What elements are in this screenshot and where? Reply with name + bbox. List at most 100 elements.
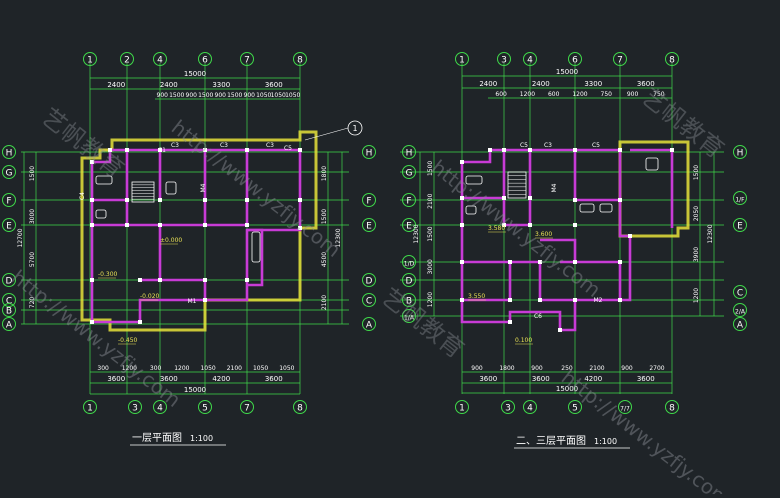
plan2-axis-right-4-label: 2/A	[735, 309, 746, 316]
plan2-axis-left-3-label: E	[406, 222, 412, 232]
plan1-axis-left-5-circle	[2, 293, 16, 307]
plan1-axis-bottom-1-circle	[128, 400, 142, 414]
plan2-column-26	[508, 320, 512, 324]
plan1-axis-left-3-circle	[2, 218, 16, 232]
plan1-axis-right-4-circle	[362, 293, 376, 307]
plan2-wall-1	[462, 196, 530, 227]
plan2-column-6	[670, 148, 674, 152]
plan1-axis-bottom-2-label: 4	[157, 404, 163, 414]
plan2-dim-bottom-sub-5: 900	[621, 365, 633, 372]
plan2-axis-left-4-circle	[402, 255, 416, 269]
plan1-column-6	[298, 148, 302, 152]
plan1-tag-5: C5	[284, 145, 292, 152]
plan1-dim-bottom-3: 3600	[265, 375, 283, 383]
plan1-axis-top-3-label: 6	[202, 56, 208, 66]
plan2-axis-left-0-circle	[402, 145, 416, 159]
plan2-axis-right-1-label: 1/F	[735, 197, 745, 204]
plan1-column-16	[203, 223, 207, 227]
plan2-dim-bottom-overall: 15000	[556, 385, 578, 393]
plan1-axis-right-2-circle	[362, 218, 376, 232]
plan2-column-7	[460, 196, 464, 200]
plan1-column-19	[90, 278, 94, 282]
plan2-fixture-4	[645, 157, 659, 171]
plan1-axis-left-2-label: F	[6, 197, 11, 207]
watermark-url-0: http://www.yzfjy.com	[167, 115, 346, 262]
plan1-column-17	[245, 223, 249, 227]
plan2-axis-right-2-circle	[733, 218, 747, 232]
plan2-column-15	[573, 223, 577, 227]
plan2-column-22	[508, 298, 512, 302]
plan2-level-0: 3.600	[535, 231, 552, 238]
plan1-dim-bottom-sub-6: 1050	[253, 365, 268, 372]
plan2-dim-top-sub-6: 750	[653, 91, 665, 98]
plan1-dim-top-sub-9: 1050	[285, 92, 300, 99]
plan1-axis-top-1-circle	[120, 52, 134, 66]
plan2-axis-left-5-label: D	[406, 277, 413, 287]
plan2-column-21	[460, 298, 464, 302]
plan1-tag-7: M1	[188, 298, 197, 305]
plan1-tag-3: C4	[79, 192, 86, 200]
plan1-axis-top-0-circle	[83, 52, 97, 66]
plan2-dim-bottom-sub-1: 1800	[499, 365, 514, 372]
plan1-dim-top-sub-1: 1500	[169, 92, 184, 99]
plan2-column-24	[573, 298, 577, 302]
plan1-column-25	[138, 320, 142, 324]
plan1-stair	[131, 181, 155, 203]
plan2-axis-top-5-circle	[665, 52, 679, 66]
plan2-column-10	[573, 198, 577, 202]
watermark-brand-2: 艺帆教育	[376, 283, 469, 364]
plan1-dim-bottom-sub-5: 2100	[227, 365, 242, 372]
plan2-axis-left-4-label: 1/D	[404, 261, 415, 268]
plan2-column-2	[502, 148, 506, 152]
plan2-axis-bottom-2-circle	[523, 400, 537, 414]
plan2-column-12	[460, 223, 464, 227]
plan2-dim-top-0: 2400	[479, 80, 497, 88]
plan2-stair	[507, 171, 527, 199]
plan2-dim-top-sub-0: 600	[495, 91, 507, 98]
plan1-fixture-3	[251, 231, 261, 263]
plan2-level-3: 0.100	[515, 337, 532, 344]
plan1-dim-top-sub-4: 900	[215, 92, 227, 99]
plan2-axis-bottom-1-label: 3	[505, 404, 511, 414]
plan2-axis-bottom-5-label: 8	[669, 404, 675, 414]
plan1-column-21	[158, 278, 162, 282]
plan1-column-18	[298, 226, 302, 230]
plan1-dim-top-2: 3300	[212, 81, 230, 89]
plan1-axis-top-2-label: 4	[157, 56, 163, 66]
plan2-axis-left-5-circle	[402, 273, 416, 287]
plan1-column-26	[203, 298, 207, 302]
plan2-axis-right-3-circle	[733, 285, 747, 299]
plan2-axis-top-0-label: 1	[459, 56, 465, 66]
plan2-dim-left-2: 1500	[427, 226, 434, 241]
plan1-axis-right-1-label: F	[366, 197, 371, 207]
plan2-column-0	[460, 160, 464, 164]
plan1-dim-left-3: 720	[29, 297, 36, 309]
plan2-dim-bottom-3: 3600	[637, 375, 655, 383]
plan1-column-12	[298, 198, 302, 202]
plan1-column-2	[125, 148, 129, 152]
plan2-axis-right-1-circle	[733, 191, 747, 205]
plan2-column-20	[618, 260, 622, 264]
plan1-level-0: ±0.000	[160, 237, 182, 244]
plan1-axis-top-3-circle	[198, 52, 212, 66]
plan2-dim-top-2: 3300	[584, 80, 602, 88]
plan2-column-25	[618, 298, 622, 302]
plan2-wall-4	[573, 150, 620, 202]
plan1-axis-top-1-label: 2	[124, 56, 130, 66]
plan2-axis-right-0-label: H	[737, 149, 744, 159]
plan2-dim-right-0: 1500	[693, 165, 700, 180]
plan2-axis-left-1-circle	[402, 165, 416, 179]
plan1-axis-top-5-label: 8	[297, 56, 303, 66]
plan1-dim-left-overall: 12700	[17, 228, 24, 247]
plan1-axis-bottom-2-circle	[153, 400, 167, 414]
plan1-dim-bottom-sub-3: 1200	[174, 365, 189, 372]
plan2-dim-right-overall: 12300	[707, 224, 714, 243]
plan1-tag-2: C3	[266, 142, 274, 149]
plan2-dim-bottom-sub-3: 250	[561, 365, 573, 372]
plan2-wall-0	[460, 148, 632, 332]
plan2-wall-7	[510, 260, 575, 302]
plan2-dim-bottom-sub-2: 900	[531, 365, 543, 372]
plan2-axis-left-2-circle	[402, 193, 416, 207]
plan2-level-1: 3.580	[488, 225, 505, 232]
